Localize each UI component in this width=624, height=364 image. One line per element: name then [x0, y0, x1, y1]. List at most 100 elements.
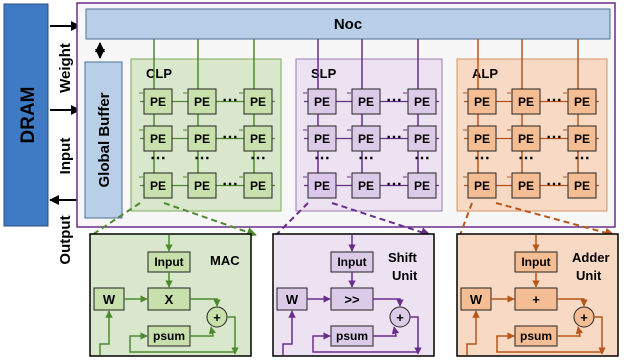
vertical-ellipsis: ⋯: [518, 150, 534, 167]
shift-unit-title: Shift: [388, 250, 418, 265]
pe-label: PE: [194, 95, 210, 109]
pe-block: [407, 172, 437, 199]
pe-block: [467, 125, 497, 152]
dram-block: [3, 3, 49, 227]
mac-unit-title: MAC: [210, 253, 240, 268]
pe-label: PE: [250, 95, 266, 109]
mac-psum-label: psum: [153, 329, 185, 343]
pe-label: PE: [414, 95, 430, 109]
pe-label: PE: [150, 179, 166, 193]
horizontal-ellipsis: ⋯: [546, 129, 562, 146]
pe-block: [567, 88, 597, 115]
pe-label: PE: [314, 95, 330, 109]
clp-zoom-line-right: [163, 202, 257, 237]
horizontal-ellipsis: ⋯: [386, 92, 402, 109]
global-buffer-label: Global Buffer: [96, 92, 113, 187]
shift-unit-title-line2: Unit: [392, 268, 418, 283]
noc-label: Noc: [334, 16, 362, 33]
horizontal-ellipsis: ⋯: [222, 176, 238, 193]
pe-block: [143, 88, 173, 115]
pe-block: [351, 125, 381, 152]
pe-label: PE: [474, 95, 490, 109]
vertical-ellipsis: ⋯: [574, 150, 590, 167]
pe-label: PE: [250, 132, 266, 146]
pe-label: PE: [474, 132, 490, 146]
mac-operator-label: X: [165, 292, 174, 307]
alp-zoom-line-left: [459, 202, 473, 236]
mac-weight-input-arrow: [99, 310, 113, 355]
horizontal-ellipsis: ⋯: [546, 176, 562, 193]
slp-zoom-line-right: [331, 202, 431, 237]
pe-block: [351, 172, 381, 199]
adder-weight-label: W: [470, 292, 483, 307]
shift-accumulate-label: +: [396, 310, 404, 325]
alp-label: ALP: [472, 66, 498, 81]
pe-label: PE: [518, 179, 534, 193]
pe-label: PE: [194, 132, 210, 146]
pe-label: PE: [150, 95, 166, 109]
vertical-ellipsis: ⋯: [250, 150, 266, 167]
vertical-ellipsis: ⋯: [194, 150, 210, 167]
pe-block: [243, 172, 273, 199]
shift-input-label: Input: [337, 255, 366, 269]
pe-block: [187, 172, 217, 199]
pe-label: PE: [150, 132, 166, 146]
horizontal-ellipsis: ⋯: [222, 92, 238, 109]
adder-unit-title-line2: Unit: [576, 268, 602, 283]
pe-block: [307, 172, 337, 199]
pe-block: [143, 125, 173, 152]
vertical-ellipsis: ⋯: [474, 150, 490, 167]
mac-weight-label: W: [103, 292, 116, 307]
output-label: Output: [57, 215, 74, 264]
pe-block: [511, 172, 541, 199]
pe-block: [143, 172, 173, 199]
pe-block: [511, 125, 541, 152]
pe-block: [351, 88, 381, 115]
pe-block: [307, 125, 337, 152]
shift-weight-input-arrow: [282, 310, 296, 355]
shift-psum-to-sum-arrow: [373, 326, 400, 337]
pe-label: PE: [358, 132, 374, 146]
clp-label: CLP: [146, 66, 172, 81]
vertical-ellipsis: ⋯: [358, 150, 374, 167]
pe-label: PE: [574, 179, 590, 193]
mac-op-to-sum-arrow: [190, 298, 221, 307]
adder-psum-feedback-arrow: [496, 332, 603, 353]
shift-psum-label: psum: [336, 329, 368, 343]
vertical-ellipsis: ⋯: [150, 150, 166, 167]
adder-accumulate-label: +: [580, 310, 588, 325]
weight-label: Weight: [57, 43, 74, 93]
pe-block: [567, 172, 597, 199]
mac-psum-feedback-arrow: [129, 332, 236, 353]
pe-grids: PE PE PE ⋯ PE PE PE ⋯ PE PE PE ⋯ ⋯ ⋯ ⋯ PE PE PE ⋯ PE PE PE ⋯ PE…: [139, 39, 599, 199]
pe-label: PE: [194, 179, 210, 193]
adder-op-to-sum-arrow: [557, 298, 588, 307]
adder-input-label: Input: [521, 255, 550, 269]
pe-label: PE: [358, 95, 374, 109]
shift-operator-label: >>: [344, 292, 360, 307]
horizontal-ellipsis: ⋯: [386, 176, 402, 193]
shift-op-to-sum-arrow: [373, 298, 404, 307]
noc-bar: [85, 8, 611, 40]
global-buffer: [84, 61, 123, 219]
dram-label: DRAM: [18, 87, 39, 144]
mac-accumulate-label: +: [213, 310, 221, 325]
pe-block: [187, 88, 217, 115]
adder-psum-label: psum: [520, 329, 552, 343]
pe-label: PE: [314, 179, 330, 193]
pe-block: [243, 125, 273, 152]
input-label: Input: [57, 138, 74, 175]
pe-block: [407, 88, 437, 115]
pe-label: PE: [358, 179, 374, 193]
slp-zoom-line-left: [275, 202, 309, 236]
horizontal-ellipsis: ⋯: [386, 129, 402, 146]
pe-label: PE: [518, 95, 534, 109]
alp-zoom-line-right: [495, 202, 615, 238]
slp-label: SLP: [311, 66, 337, 81]
